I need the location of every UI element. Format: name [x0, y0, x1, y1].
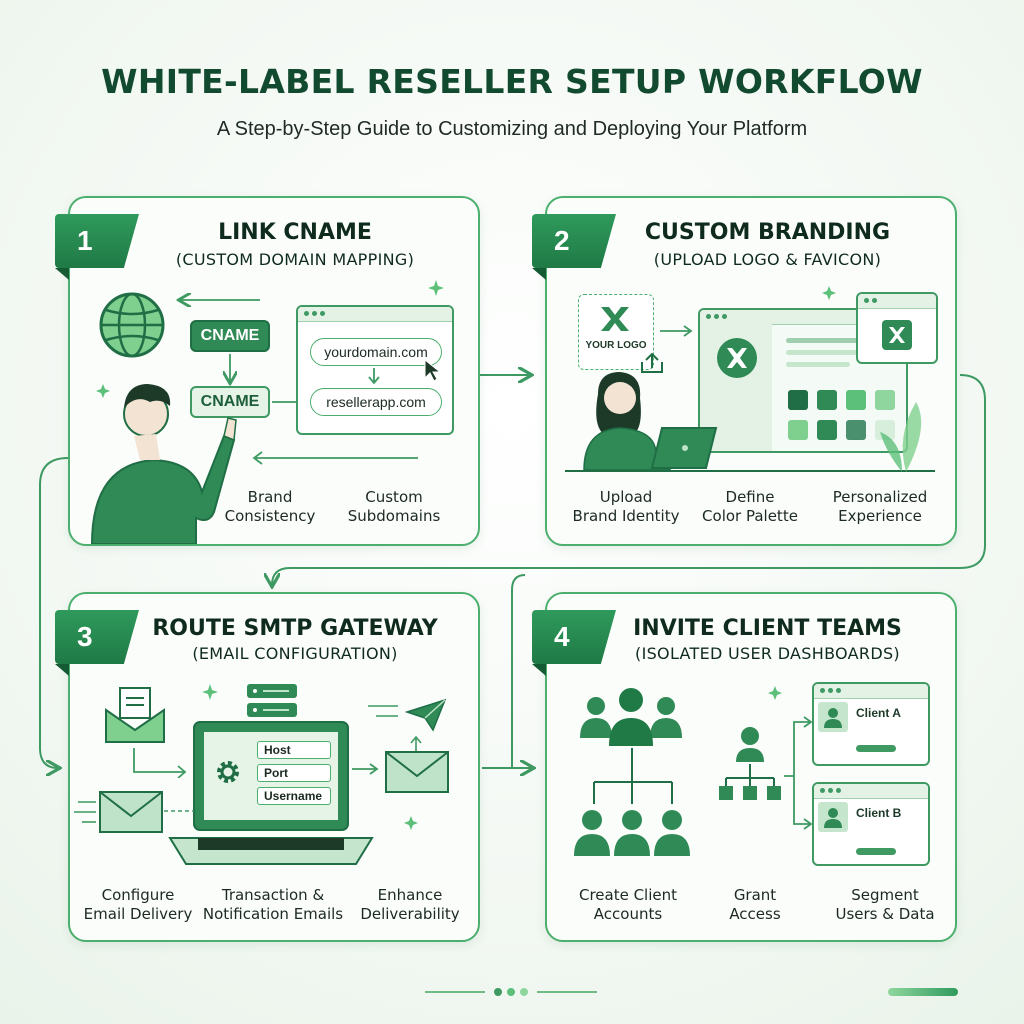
smtp-host-field: Host: [257, 741, 331, 759]
cname-label-top: CNAME: [190, 320, 270, 352]
desk-line: [565, 470, 935, 472]
domain-to-field: resellerapp.com: [310, 388, 442, 416]
step3-label-deliverability: Enhance Deliverability: [360, 886, 460, 923]
page-subtitle: A Step-by-Step Guide to Customizing and …: [216, 118, 808, 140]
step-badge-3: 3: [55, 610, 139, 664]
step2-label-color-palette: Define Color Palette: [702, 488, 798, 525]
cname-label-bottom: CNAME: [190, 386, 270, 418]
favicon-window: [856, 292, 938, 364]
sparkle-icon: [822, 286, 836, 300]
gear-icon: [217, 761, 239, 783]
logo-text: YOUR LOGO: [585, 340, 647, 351]
step-subtitle-4: (ISOLATED USER DASHBOARDS): [635, 644, 900, 663]
footer-dot: [507, 988, 515, 996]
footer-dot: [494, 988, 502, 996]
step-subtitle-1: (CUSTOM DOMAIN MAPPING): [175, 250, 415, 269]
paper-plane-icon: [405, 698, 447, 732]
client-b-bar: [856, 848, 896, 855]
logo-mark-icon: [601, 307, 629, 331]
step-subtitle-2: (UPLOAD LOGO & FAVICON): [653, 250, 882, 269]
color-swatch: [846, 420, 866, 440]
color-swatch: [788, 420, 808, 440]
step-badge-2: 2: [532, 214, 616, 268]
favicon-icon: [882, 320, 912, 350]
arrow-right-icon: [660, 325, 693, 337]
step-card-4: [545, 592, 957, 942]
footer-line-left: [425, 991, 485, 993]
person-pointing-icon: [90, 384, 237, 544]
client-a-dashboard: [812, 682, 930, 766]
smtp-port-field: Port: [257, 764, 331, 782]
step1-label-custom-subdomains: Custom Subdomains: [347, 488, 441, 525]
branch-arrows: [784, 716, 813, 830]
color-swatch: [846, 390, 866, 410]
envelope-open-icon: [105, 687, 165, 743]
flow-arrow-in: [133, 748, 187, 778]
envelope-icon: [99, 791, 163, 833]
person-laptop-icon: [583, 372, 718, 471]
sparkle-icon: [768, 686, 782, 700]
sparkle-icon: [96, 384, 110, 398]
color-swatch: [875, 390, 895, 410]
footer-dot: [520, 988, 528, 996]
user-avatar-icon: [818, 702, 848, 732]
dashboard-text-lines: [786, 338, 886, 374]
cursor-icon: [424, 358, 442, 382]
flow-arrow-out: [352, 763, 379, 775]
client-a-bar: [856, 745, 896, 752]
client-b-label: Client B: [856, 806, 902, 820]
sparkle-icon: [428, 280, 444, 296]
smtp-username-field: Username: [257, 787, 331, 805]
upload-icon: [641, 352, 663, 373]
dashed-link: [164, 810, 194, 812]
step-badge-1: 1: [55, 214, 139, 268]
client-b-dashboard: [812, 782, 930, 866]
step-title-1: LINK CNAME: [218, 220, 372, 245]
footer-line-right: [537, 991, 597, 993]
users-group-icon: [580, 688, 682, 746]
motion-lines: [74, 801, 96, 823]
globe-icon: [99, 292, 165, 358]
step1-label-brand-consistency: Brand Consistency: [224, 488, 316, 525]
brand-avatar-icon: [717, 338, 757, 378]
step4-label-grant-access: Grant Access: [729, 886, 781, 923]
step-subtitle-3: (EMAIL CONFIGURATION): [192, 644, 398, 663]
user-avatar-icon: [818, 802, 848, 832]
step3-label-transaction: Transaction & Notification Emails: [202, 886, 344, 923]
sparkle-icon: [404, 816, 418, 830]
step4-label-segment: Segment Users & Data: [835, 886, 935, 923]
step3-label-configure: Configure Email Delivery: [83, 886, 193, 923]
plant-icon: [880, 402, 922, 472]
step-title-4: INVITE CLIENT TEAMS: [633, 616, 902, 641]
color-swatch: [817, 390, 837, 410]
sparkle-icon: [202, 684, 218, 700]
step-badge-4: 4: [532, 610, 616, 664]
motion-lines-plane: [368, 705, 398, 717]
return-arrow: [252, 451, 418, 465]
envelope-sent-icon: [385, 751, 449, 793]
access-tree-icon: [719, 727, 781, 800]
step-title-3: ROUTE SMTP GATEWAY: [152, 616, 438, 641]
color-swatch: [875, 420, 895, 440]
step4-label-create-accounts: Create Client Accounts: [578, 886, 678, 923]
step2-label-upload-brand: Upload Brand Identity: [572, 488, 680, 525]
color-swatch: [788, 390, 808, 410]
client-a-label: Client A: [856, 706, 901, 720]
logo-upload-box: [578, 294, 654, 370]
step-title-2: CUSTOM BRANDING: [644, 220, 891, 245]
domain-from-field: yourdomain.com: [310, 338, 442, 366]
footer-accent-bar: [888, 988, 958, 996]
color-swatch: [817, 420, 837, 440]
users-row-icon: [574, 810, 690, 856]
step2-label-personalized: Personalized Experience: [832, 488, 928, 525]
arrow-down-icon: [368, 368, 380, 385]
org-tree-lines: [593, 748, 673, 804]
page-title: WHITE-LABEL RESELLER SETUP WORKFLOW: [101, 62, 923, 101]
